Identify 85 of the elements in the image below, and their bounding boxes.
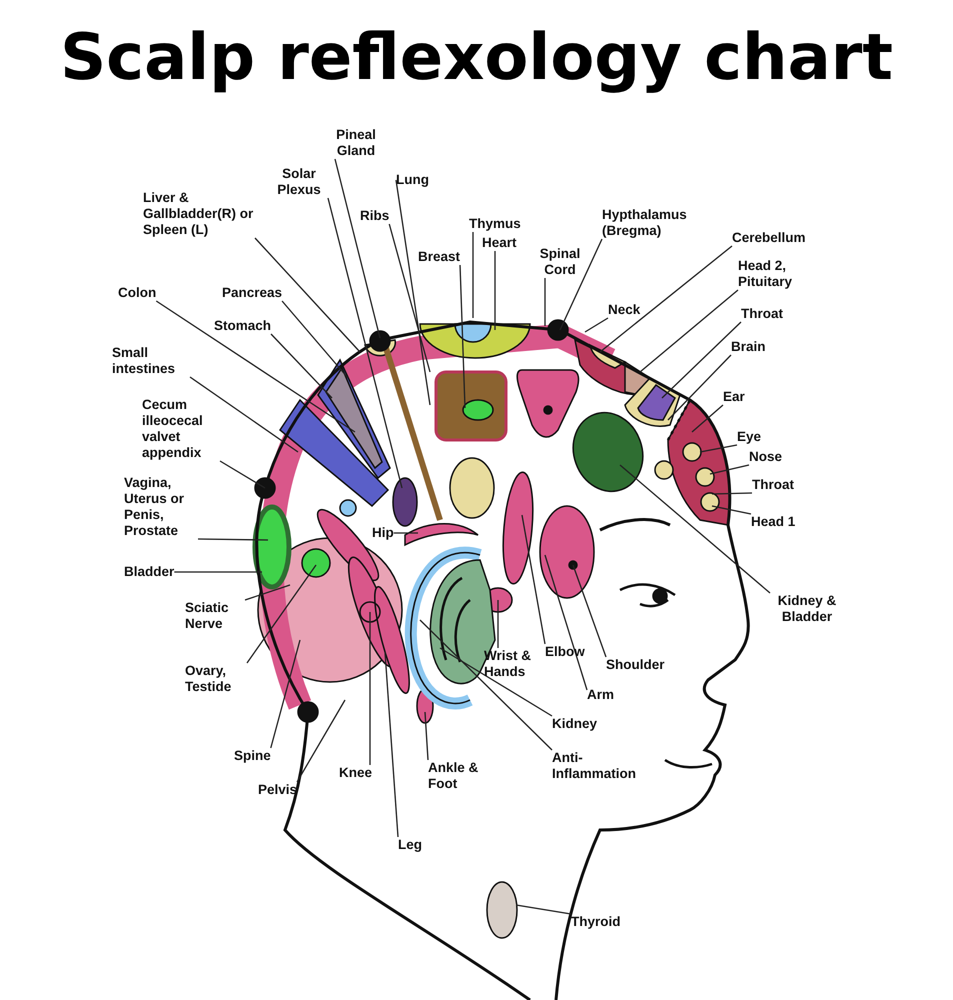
part-label: Pancreas (222, 285, 282, 301)
leader-line (174, 571, 262, 573)
leader-line (246, 564, 317, 664)
part-label: Arm (587, 687, 614, 703)
part-label: Cerebellum (732, 230, 806, 246)
part-label: Sciatic Nerve (185, 600, 245, 632)
part-label: Small intestines (112, 345, 190, 377)
leader-line (334, 158, 381, 338)
leader-line (254, 238, 360, 352)
part-label: Thymus (469, 216, 521, 232)
leader-line (296, 700, 346, 782)
leader-line (220, 460, 266, 489)
part-label: Kidney (552, 716, 598, 732)
part-label: Liver & Gallbladder(R) or Spleen (L) (143, 190, 255, 238)
part-label: Brain (731, 339, 766, 355)
part-label: Pineal Gland (330, 127, 382, 159)
leader-line (662, 322, 742, 398)
leader-line (395, 180, 431, 406)
leader-line (369, 612, 371, 765)
part-label: Stomach (214, 318, 272, 334)
part-label: Solar Plexus (270, 166, 328, 198)
part-label: Ankle & Foot (428, 760, 486, 792)
part-label: Colon (118, 285, 156, 301)
leader-line (282, 300, 348, 378)
part-label: Eye (737, 429, 762, 445)
part-label: Heart (482, 235, 517, 251)
leader-line (640, 290, 738, 372)
part-label: Cecum illeocecal valvet appendix (142, 397, 220, 461)
leader-line (712, 505, 752, 515)
leader-line (692, 404, 724, 432)
leader-line (327, 198, 403, 488)
leader-line (440, 647, 552, 717)
part-label: Shoulder (606, 657, 665, 673)
leader-line (198, 538, 268, 541)
leader-line (424, 712, 429, 760)
part-label: Spinal Cord (534, 246, 586, 278)
part-label: Head 1 (751, 514, 796, 530)
part-label: Ovary, Testide (185, 663, 247, 695)
leader-line (497, 600, 499, 648)
part-label: Bladder (124, 564, 174, 580)
leader-line (190, 376, 298, 453)
leader-line (584, 317, 608, 333)
part-label: Hip (372, 525, 394, 541)
part-label: Spine (234, 748, 271, 764)
part-label: Throat (752, 477, 794, 493)
leader-line (668, 354, 732, 420)
leader-line (544, 554, 588, 690)
leader-line (270, 640, 301, 748)
part-label: Thyroid (571, 914, 620, 930)
leader-line (156, 300, 356, 433)
part-label: Neck (608, 302, 640, 318)
leader-line (620, 464, 770, 594)
leader-line (270, 334, 332, 398)
part-label: Lung (396, 172, 429, 188)
part-label: Kidney & Bladder (770, 593, 844, 625)
leader-line (472, 232, 474, 318)
part-label: Throat (741, 306, 783, 322)
leader-line (384, 652, 399, 838)
leader-line (516, 904, 572, 915)
part-label: Vagina, Uterus or Penis, Prostate (124, 475, 198, 539)
leader-line (572, 564, 607, 658)
leader-line (559, 238, 603, 330)
leader-line (394, 532, 418, 534)
leader-line (420, 620, 552, 750)
leader-line (544, 278, 546, 326)
leader-line (521, 514, 546, 644)
part-label: Leg (398, 837, 422, 853)
chart-title: Scalp reflexology chart (60, 20, 893, 97)
part-label: Pelvis (258, 782, 298, 798)
leader-line (600, 246, 732, 352)
leader-line (459, 264, 466, 408)
leader-line (244, 584, 290, 601)
part-label: Ear (723, 389, 745, 405)
leader-line (710, 464, 750, 475)
leader-line (700, 444, 738, 453)
part-label: Head 2, Pituitary (738, 258, 816, 290)
leader-line (388, 224, 431, 372)
part-label: Breast (418, 249, 460, 265)
part-label: Ribs (360, 208, 390, 224)
part-label: Anti-Inflammation (552, 750, 652, 782)
leader-line (494, 251, 496, 330)
leader-line (712, 492, 752, 495)
part-label: Nose (749, 449, 782, 465)
part-label: Knee (339, 765, 372, 781)
part-label: Hypthalamus (Bregma) (602, 207, 714, 239)
